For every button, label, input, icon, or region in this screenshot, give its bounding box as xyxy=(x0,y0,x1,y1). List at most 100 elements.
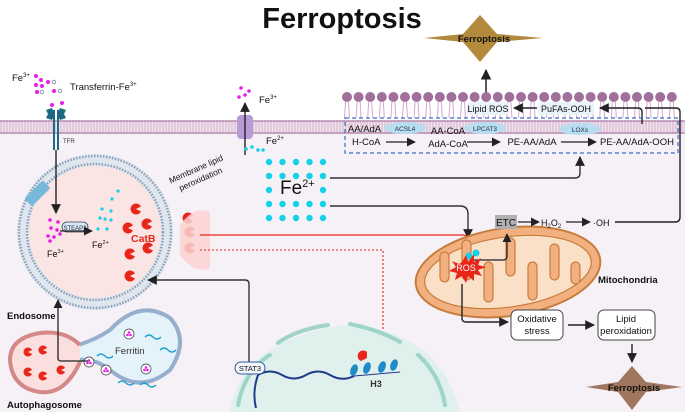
endosome-fe2-label: Fe2+ xyxy=(92,240,109,250)
lipid-head xyxy=(562,92,573,102)
catb-enzyme xyxy=(130,203,141,215)
h3-label: H3 xyxy=(370,379,382,389)
pufas-ooh-label: PuFAs-OOH xyxy=(541,104,591,114)
fe2-dot xyxy=(292,172,300,180)
svg-text:stress: stress xyxy=(524,326,550,337)
catb-enzyme xyxy=(141,218,152,230)
intermediate-line1: AA-CoA xyxy=(431,126,466,137)
lipid-head xyxy=(655,92,666,102)
autophagosome-catb xyxy=(23,345,66,381)
ferritin-particle xyxy=(83,356,95,368)
enzyme-loxs xyxy=(559,123,601,135)
etc-box xyxy=(495,215,517,229)
lipid-peroxidation-box xyxy=(597,309,656,341)
catb-enzyme xyxy=(38,345,48,355)
fe2-dot xyxy=(319,186,327,194)
fe2-dot xyxy=(319,214,327,222)
lipid-head xyxy=(620,92,631,102)
enzyme-lpcat3 xyxy=(464,122,506,134)
lipid-head xyxy=(388,92,399,102)
ferritin-label: Ferritin xyxy=(115,346,145,357)
ferritin-chain xyxy=(96,353,114,359)
fe2-dot xyxy=(319,172,327,180)
ferritin-chain xyxy=(117,380,135,386)
fe2-dot xyxy=(306,172,313,180)
lipid-head xyxy=(481,92,492,102)
stat3-label: STAT3 xyxy=(239,364,261,373)
fe2-dot xyxy=(319,158,327,166)
fe3-extracellular-label: Fe3+ xyxy=(12,73,30,84)
svg-text:peroxidation: peroxidation xyxy=(600,326,652,337)
arrow-stat3-to-endosome xyxy=(147,275,250,365)
ferroptosis-outcome-bottom: Ferroptosis xyxy=(586,366,682,410)
catb-nuclear xyxy=(357,350,367,361)
catb-enzyme xyxy=(56,365,66,375)
lipid-head xyxy=(365,92,376,102)
lipid-head xyxy=(504,92,515,102)
fe2-dot xyxy=(306,214,313,222)
pufas-ooh-box xyxy=(538,102,594,115)
enzyme-acsl4 xyxy=(384,122,426,134)
lipid-head xyxy=(608,92,619,102)
tfr-receptor xyxy=(46,101,66,150)
ferritin-particle xyxy=(123,328,135,340)
lipid-head xyxy=(539,92,550,102)
product2: PE-AA/AdA-OOH xyxy=(600,137,674,148)
fe2-dot xyxy=(265,172,273,180)
fe2-dot xyxy=(279,200,286,208)
catb-enzyme xyxy=(122,222,133,234)
endosome-label: Endosome xyxy=(7,311,56,322)
stat3-box xyxy=(234,361,266,375)
svg-text:Oxidative: Oxidative xyxy=(517,314,557,325)
lipid-head xyxy=(643,92,654,102)
lipid-head xyxy=(376,92,387,102)
ferritin-chain xyxy=(139,382,157,388)
lipid-head xyxy=(516,92,526,102)
export-fe2-dots xyxy=(244,145,265,152)
fe2-dot xyxy=(279,158,286,166)
endosome xyxy=(17,154,173,310)
ferritin-chain xyxy=(159,347,177,353)
fe2-dot xyxy=(292,214,300,222)
exported-fe3-dots xyxy=(237,86,251,99)
fe2-dot xyxy=(319,200,327,208)
catb-enzyme xyxy=(23,367,33,377)
ferritin-chain xyxy=(144,334,162,340)
ferritin-particle xyxy=(140,363,152,375)
lipid-head xyxy=(597,92,608,102)
lipid-head xyxy=(550,92,561,102)
fe2-dot xyxy=(265,158,273,166)
tfr-label: TFR xyxy=(63,139,75,145)
lipid-ros-label: Lipid ROS xyxy=(467,104,508,114)
lipid-head xyxy=(342,92,352,102)
steap3-label: STEAP3 xyxy=(63,226,87,232)
lipid-ros-box xyxy=(467,102,509,115)
etc-label: ETC xyxy=(496,218,516,229)
lipid-head xyxy=(585,92,596,102)
svg-text:Ferroptosis: Ferroptosis xyxy=(608,383,660,394)
lipid-head xyxy=(423,92,434,102)
catb-enzyme xyxy=(23,347,33,357)
fe2-dot xyxy=(292,200,300,208)
membrane-leak-zone xyxy=(180,210,210,270)
arrow-oh-to-pufas xyxy=(615,107,681,223)
transferrin-iron-dots xyxy=(34,74,56,94)
histone-nucleosomes xyxy=(350,359,398,376)
catb-label: CatB xyxy=(131,233,156,245)
fe2-dot xyxy=(265,186,273,194)
fe2-dot xyxy=(265,200,273,208)
arrow-fe2-to-etc xyxy=(474,233,512,261)
autophagosome-label: Autophagosome xyxy=(7,400,82,411)
h2o2-label: H2O2 xyxy=(541,218,562,230)
lipid-head xyxy=(353,92,364,102)
catb-enzyme xyxy=(124,270,135,282)
fe2-dot xyxy=(279,172,286,180)
lipid-head xyxy=(469,92,480,102)
fe2-dot xyxy=(306,158,313,166)
catb-enzyme xyxy=(142,242,153,254)
hydroxyl-label: ·OH xyxy=(593,218,610,228)
oxidative-stress-box xyxy=(510,309,564,341)
ferritin-particle xyxy=(100,364,112,376)
catb-enzyme xyxy=(38,371,48,381)
